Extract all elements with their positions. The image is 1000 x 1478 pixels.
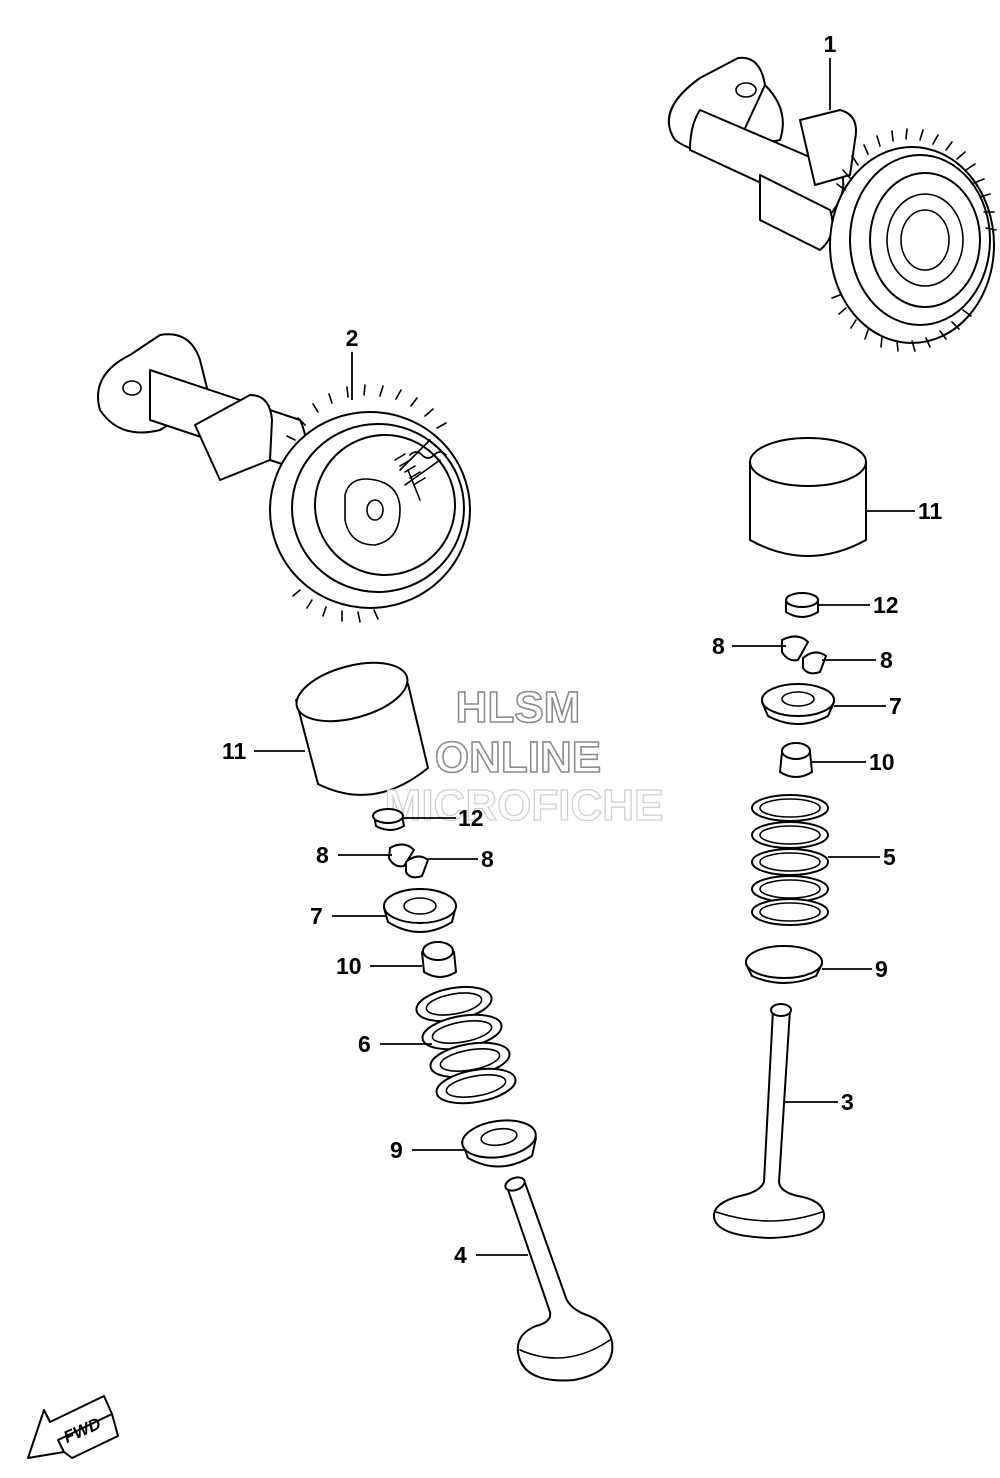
spring-seat-9-right[interactable] bbox=[745, 945, 823, 984]
callout-7b: 7 bbox=[889, 693, 902, 719]
spring-seat-9-left[interactable] bbox=[460, 1116, 538, 1168]
retainer-7-right[interactable] bbox=[761, 683, 835, 725]
callout-10b: 10 bbox=[869, 749, 895, 775]
callout-11a: 11 bbox=[222, 738, 247, 764]
callout-2: 2 bbox=[346, 325, 359, 351]
shim-12-right[interactable] bbox=[785, 592, 819, 618]
callout-8a: 8 bbox=[316, 842, 329, 868]
seal-10-right[interactable] bbox=[779, 742, 813, 778]
callout-9a: 9 bbox=[390, 1137, 403, 1163]
watermark: HLSM ONLINE MICROFICHE bbox=[384, 682, 664, 830]
valve-4[interactable] bbox=[504, 1175, 614, 1382]
spring-5-right[interactable] bbox=[751, 794, 829, 926]
callout-12a: 12 bbox=[458, 805, 484, 831]
callout-4: 4 bbox=[454, 1242, 467, 1268]
svg-text:MICROFICHE: MICROFICHE bbox=[385, 781, 664, 830]
camshaft-1[interactable] bbox=[667, 56, 997, 352]
camshaft-2[interactable] bbox=[97, 333, 471, 623]
callout-12b: 12 bbox=[873, 592, 899, 618]
callout-8b: 8 bbox=[481, 846, 494, 872]
callout-3: 3 bbox=[841, 1089, 854, 1115]
fwd-arrow-icon: FWD bbox=[27, 1395, 119, 1459]
callout-1: 1 bbox=[824, 31, 837, 57]
seal-10-left[interactable] bbox=[421, 941, 457, 978]
callout-6: 6 bbox=[358, 1031, 371, 1057]
callout-8d: 8 bbox=[880, 647, 893, 673]
cotter-8-right[interactable] bbox=[781, 635, 827, 675]
callout-8c: 8 bbox=[712, 633, 725, 659]
callout-5: 5 bbox=[883, 844, 896, 870]
callout-9b: 9 bbox=[875, 956, 888, 982]
retainer-7-left[interactable] bbox=[383, 888, 457, 933]
tappet-11-right[interactable] bbox=[749, 437, 867, 557]
shim-12-left[interactable] bbox=[372, 808, 405, 831]
svg-text:ONLINE: ONLINE bbox=[435, 733, 601, 782]
spring-6-left[interactable] bbox=[414, 982, 518, 1109]
callout-10a: 10 bbox=[336, 953, 362, 979]
tappet-11-left[interactable] bbox=[290, 652, 429, 796]
callout-7a: 7 bbox=[310, 903, 323, 929]
callout-11b: 11 bbox=[918, 498, 943, 524]
valve-3[interactable] bbox=[712, 1003, 826, 1239]
svg-text:HLSM: HLSM bbox=[456, 683, 581, 732]
cotter-8-left[interactable] bbox=[388, 843, 429, 879]
